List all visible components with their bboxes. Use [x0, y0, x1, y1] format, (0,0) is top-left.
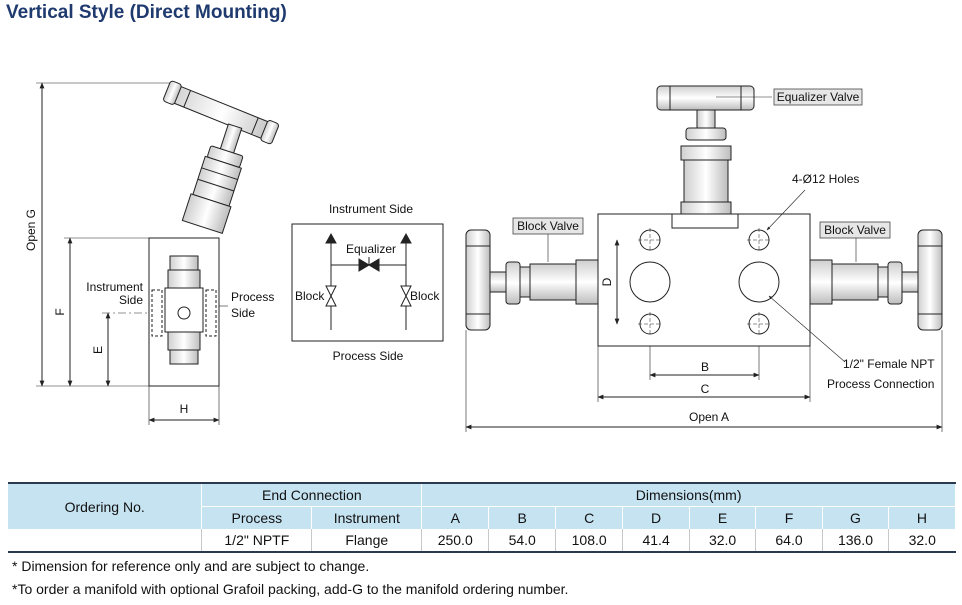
block-valve-left-label: Block Valve — [517, 219, 579, 233]
dim-header-a: A — [421, 506, 490, 529]
note-dimension: * Dimension for reference only and are s… — [12, 558, 370, 574]
dim-header-g: G — [822, 506, 889, 529]
c-label: C — [701, 382, 710, 396]
f-label: F — [53, 308, 67, 315]
schematic-block-left: Block — [295, 289, 325, 303]
ordering-no-header: Ordering No. — [8, 482, 203, 529]
page-title: Vertical Style (Direct Mounting) — [6, 2, 287, 23]
technical-drawing: Open G F E H Instrument Side Process Sid… — [24, 80, 943, 432]
dim-header-c: C — [555, 506, 624, 529]
side-view-labels: Open G F E H Instrument Side Process Sid… — [24, 209, 274, 416]
schematic-block-right: Block — [410, 289, 440, 303]
cell-b: 54.0 — [488, 529, 557, 553]
holes-label: 4-Ø12 Holes — [792, 172, 859, 186]
dim-header-d: D — [622, 506, 691, 529]
cell-e: 32.0 — [689, 529, 757, 553]
front-view-labels: Equalizer Valve Block Valve Block Valve … — [512, 88, 935, 424]
instrument-side-line2: Side — [119, 293, 143, 307]
schematic — [291, 223, 444, 342]
block-valve-left-tag — [512, 217, 584, 235]
schematic-equalizer: Equalizer — [346, 242, 396, 256]
npt-label-line1: 1/2" Female NPT — [843, 357, 935, 371]
dimensions-table: Ordering No. End Connection Dimensions(m… — [8, 482, 957, 553]
dim-header-b: B — [488, 506, 557, 529]
cell-instrument: Flange — [311, 529, 423, 553]
dimensions-header: Dimensions(mm) — [421, 482, 956, 507]
cell-a: 250.0 — [421, 529, 490, 553]
e-label: E — [91, 346, 105, 354]
process-side-line1: Process — [231, 290, 274, 304]
open-a-label: Open A — [689, 410, 729, 424]
cell-g: 136.0 — [822, 529, 889, 553]
cell-ordering-no — [8, 529, 203, 553]
dim-header-f: F — [755, 506, 823, 529]
instrument-header: Instrument — [311, 506, 423, 529]
process-header: Process — [201, 506, 313, 529]
equalizer-valve-tag — [773, 88, 863, 106]
schematic-instrument-side: Instrument Side — [329, 202, 413, 216]
cell-h: 32.0 — [888, 529, 956, 553]
d-label: D — [600, 277, 614, 286]
cell-c: 108.0 — [555, 529, 624, 553]
front-view — [465, 85, 943, 432]
schematic-labels: Instrument Side Equalizer Block Block Pr… — [295, 202, 440, 363]
block-valve-right-label: Block Valve — [824, 223, 886, 237]
cell-d: 41.4 — [622, 529, 691, 553]
b-label: B — [701, 360, 709, 374]
process-side-line2: Side — [231, 306, 255, 320]
cell-f: 64.0 — [755, 529, 823, 553]
dim-header-h: H — [888, 506, 957, 529]
h-label: H — [180, 402, 189, 416]
open-g-label: Open G — [24, 209, 38, 251]
instrument-side-line1: Instrument — [86, 280, 143, 294]
schematic-process-side: Process Side — [333, 349, 404, 363]
note-grafoil: *To order a manifold with optional Grafo… — [12, 581, 569, 597]
dim-header-e: E — [689, 506, 757, 529]
cell-process: 1/2" NPTF — [201, 529, 313, 553]
equalizer-valve-label: Equalizer Valve — [777, 90, 860, 104]
table-row: 1/2" NPTF Flange 250.0 54.0 108.0 41.4 3… — [8, 529, 956, 553]
side-view — [36, 80, 279, 425]
npt-label-line2: Process Connection — [827, 377, 934, 391]
end-connection-header: End Connection — [201, 482, 423, 507]
block-valve-right-tag — [819, 221, 891, 239]
